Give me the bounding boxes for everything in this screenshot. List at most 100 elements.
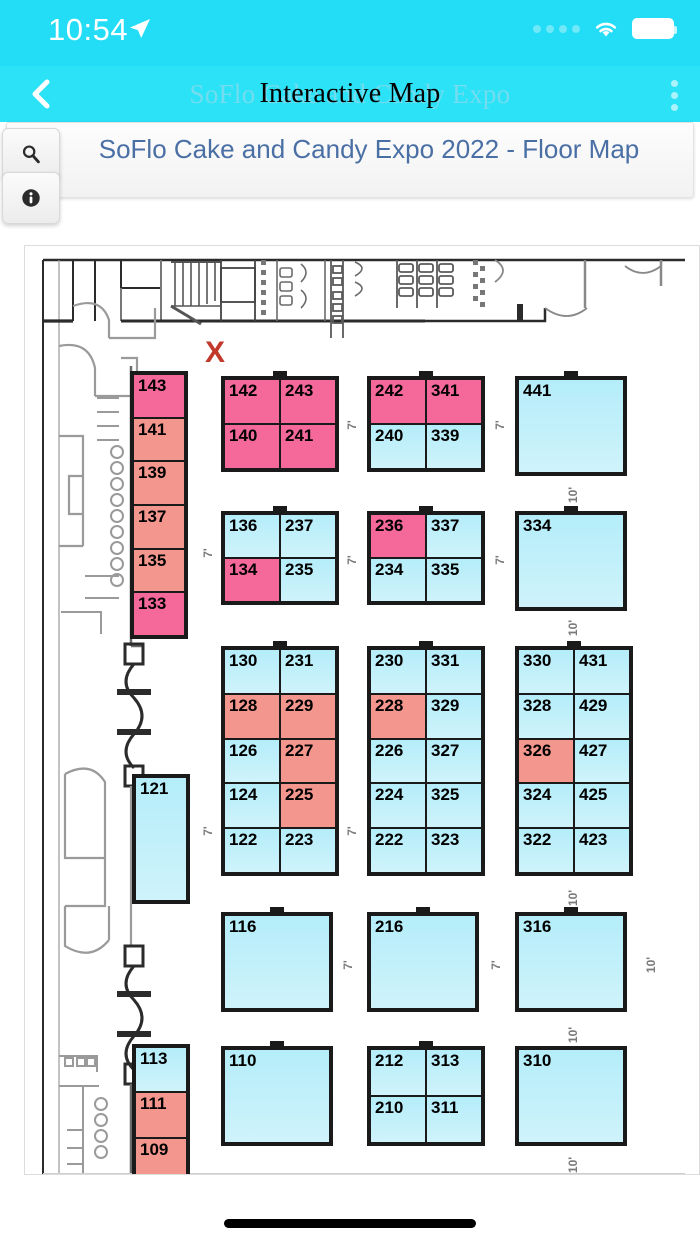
booth-cell[interactable]: 225 <box>280 783 336 829</box>
booth-cell[interactable]: 134 <box>224 558 280 602</box>
booth-cell[interactable]: 329 <box>426 693 482 739</box>
booth-block-113-109[interactable]: 113 111 109 <box>132 1044 190 1174</box>
booth-block-142-241[interactable]: 142 243 140 241 <box>221 371 339 472</box>
booth-cell[interactable]: 330 <box>518 649 574 694</box>
booth-cell[interactable]: 143 <box>133 374 185 418</box>
booth-cell[interactable]: 124 <box>224 783 280 829</box>
booth-cell[interactable]: 237 <box>280 514 336 558</box>
floor-map-title: SoFlo Cake and Candy Expo 2022 - Floor M… <box>98 134 640 164</box>
booth-cell[interactable]: 425 <box>574 783 630 829</box>
booth-cell[interactable]: 341 <box>426 379 482 424</box>
booth-cell[interactable]: 240 <box>370 424 426 469</box>
booth-cell[interactable]: 210 <box>370 1096 426 1143</box>
aisle-dimension-label: 7' <box>344 420 359 430</box>
booth-block-216[interactable]: 216 <box>367 907 479 1012</box>
booth-cell[interactable]: 335 <box>426 558 482 602</box>
booth-cell[interactable]: 241 <box>280 424 336 469</box>
booth-cell[interactable]: 110 <box>224 1049 330 1143</box>
booth-cell[interactable]: 339 <box>426 424 482 469</box>
booth-cell[interactable]: 135 <box>133 548 185 593</box>
booth-cell[interactable]: 116 <box>224 915 330 1009</box>
signal-dots-icon <box>533 24 580 33</box>
booth-cell[interactable]: 212 <box>370 1049 426 1096</box>
booth-cell[interactable]: 126 <box>224 738 280 784</box>
booth-block-230-323[interactable]: 230 331 228 329 226 327 224 325 222 323 <box>367 641 485 876</box>
booth-cell[interactable]: 231 <box>280 649 336 694</box>
booth-block-242-339[interactable]: 242 341 240 339 <box>367 371 485 472</box>
booth-cell[interactable]: 142 <box>224 379 280 424</box>
info-button[interactable] <box>2 172 60 224</box>
booth-cell[interactable]: 228 <box>370 693 426 739</box>
booth-block-143-133[interactable]: 143 141 139 137 135 133 <box>130 371 188 639</box>
booth-cell[interactable]: 130 <box>224 649 280 694</box>
booth-cell[interactable]: 334 <box>518 514 624 608</box>
booth-block-121[interactable]: 121 <box>132 774 190 904</box>
booth-tab <box>564 371 578 378</box>
booth-cell[interactable]: 121 <box>135 777 187 901</box>
booth-tab <box>419 506 433 513</box>
booth-cell[interactable]: 427 <box>574 738 630 784</box>
booth-cell[interactable]: 222 <box>370 828 426 873</box>
wifi-icon <box>595 22 617 36</box>
booth-cell[interactable]: 224 <box>370 783 426 829</box>
booth-cell[interactable]: 230 <box>370 649 426 694</box>
booth-block-334[interactable]: 334 <box>515 506 627 611</box>
booth-cell[interactable]: 223 <box>280 828 336 873</box>
booth-cell[interactable]: 111 <box>135 1092 187 1138</box>
booth-cell[interactable]: 242 <box>370 379 426 424</box>
booth-block-116[interactable]: 116 <box>221 907 333 1012</box>
booth-block-310[interactable]: 310 <box>515 1046 627 1146</box>
booth-block-212-311[interactable]: 212 313 210 311 <box>367 1041 485 1146</box>
booth-cell[interactable]: 337 <box>426 514 482 558</box>
booth-cell[interactable]: 322 <box>518 828 574 873</box>
booth-cell[interactable]: 113 <box>135 1047 187 1093</box>
booth-cell[interactable]: 137 <box>133 505 185 549</box>
booth-cell[interactable]: 323 <box>426 828 482 873</box>
aisle-dimension-label: 7' <box>344 826 359 836</box>
booth-cell[interactable]: 139 <box>133 461 185 505</box>
booth-block-136-235[interactable]: 136 237 134 235 <box>221 506 339 605</box>
booth-cell[interactable]: 236 <box>370 514 426 558</box>
booth-cell[interactable]: 122 <box>224 828 280 873</box>
booth-cell[interactable]: 109 <box>135 1137 187 1174</box>
booth-cell[interactable]: 234 <box>370 558 426 602</box>
booth-cell[interactable]: 316 <box>518 915 624 1009</box>
booth-block-110[interactable]: 110 <box>221 1041 333 1146</box>
booth-block-130-223[interactable]: 130 231 128 229 126 227 124 225 122 223 <box>221 641 339 876</box>
booth-cell[interactable]: 216 <box>370 915 476 1009</box>
booth-block-236-335[interactable]: 236 337 234 335 <box>367 506 485 605</box>
booth-block-441[interactable]: 441 <box>515 371 627 476</box>
booth-cell[interactable]: 310 <box>518 1049 624 1143</box>
booth-cell[interactable]: 313 <box>426 1049 482 1096</box>
booth-cell[interactable]: 326 <box>518 738 574 784</box>
aisle-dimension-label: 7' <box>340 960 355 970</box>
booth-block-316[interactable]: 316 <box>515 907 627 1012</box>
booth-cell[interactable]: 140 <box>224 424 280 469</box>
booth-cell[interactable]: 429 <box>574 693 630 739</box>
floor-map-canvas[interactable]: X 143 141 139 137 135 133 142 243 140 24… <box>24 245 700 1175</box>
chevron-left-icon[interactable] <box>26 78 56 110</box>
booth-cell[interactable]: 311 <box>426 1096 482 1143</box>
nav-title-group: SoFlo Cake and Candy Expo Interactive Ma… <box>0 66 700 122</box>
booth-cell[interactable]: 229 <box>280 693 336 739</box>
booth-cell[interactable]: 324 <box>518 783 574 829</box>
search-button[interactable] <box>2 128 60 180</box>
booth-cell[interactable]: 441 <box>518 379 624 473</box>
booth-cell[interactable]: 325 <box>426 783 482 829</box>
booth-cell[interactable]: 327 <box>426 738 482 784</box>
booth-cell[interactable]: 226 <box>370 738 426 784</box>
overflow-menu-icon[interactable] <box>671 80 678 111</box>
booth-block-330-423[interactable]: 330 431 328 429 326 427 324 425 322 423 <box>515 641 633 876</box>
booth-cell[interactable]: 235 <box>280 558 336 602</box>
booth-cell[interactable]: 133 <box>133 592 185 636</box>
booth-cell[interactable]: 331 <box>426 649 482 694</box>
booth-tab <box>416 907 430 914</box>
booth-cell[interactable]: 243 <box>280 379 336 424</box>
booth-cell[interactable]: 128 <box>224 693 280 739</box>
booth-cell[interactable]: 431 <box>574 649 630 694</box>
booth-cell[interactable]: 328 <box>518 693 574 739</box>
booth-cell[interactable]: 227 <box>280 738 336 784</box>
booth-cell[interactable]: 423 <box>574 828 630 873</box>
booth-cell[interactable]: 141 <box>133 417 185 462</box>
booth-cell[interactable]: 136 <box>224 514 280 558</box>
